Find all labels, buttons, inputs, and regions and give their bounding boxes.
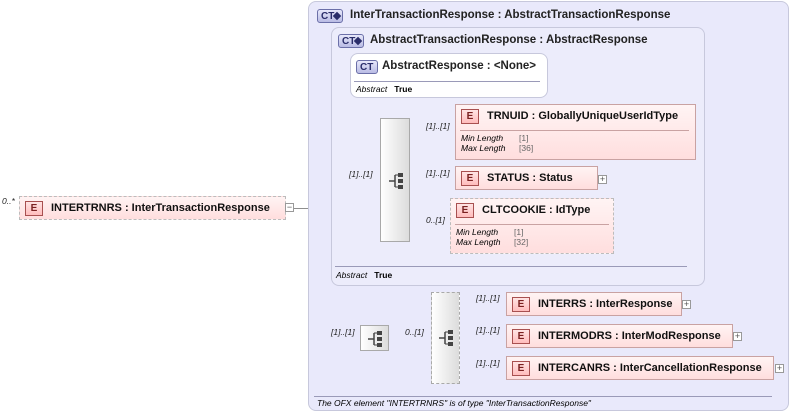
status-cardinality: [1]..[1]	[426, 168, 450, 178]
expand-toggle-icon[interactable]: +	[682, 299, 691, 309]
element-cltcookie[interactable]: E CLTCOOKIE : IdType Min Length [1] Max …	[450, 198, 614, 254]
root-cardinality: 0..*	[2, 196, 15, 206]
element-badge-icon: E	[456, 203, 474, 218]
expand-toggle-icon[interactable]: +	[733, 331, 742, 341]
complex-type-title: AbstractResponse : <None>	[382, 60, 537, 72]
choice-cardinality: 0..[1]	[405, 327, 424, 337]
element-title: TRNUID : GloballyUniqueUserIdType	[487, 110, 679, 122]
expand-toggle-icon[interactable]: +	[598, 174, 607, 184]
element-interrs[interactable]: E INTERRS : InterResponse	[506, 292, 682, 316]
expand-toggle-icon[interactable]: +	[775, 363, 784, 373]
choice-icon	[439, 330, 453, 346]
abstract-property: Abstract True	[356, 84, 413, 94]
facet-divider	[455, 224, 609, 225]
complex-type-title: AbstractTransactionResponse : AbstractRe…	[370, 34, 648, 46]
root-element[interactable]: E INTERTRNRS : InterTransactionResponse	[19, 196, 286, 220]
element-title: INTERCANRS : InterCancellationResponse	[538, 362, 762, 374]
min-length-label: Min Length	[456, 227, 499, 237]
abstract-property: Abstract True	[336, 270, 393, 280]
complex-type-abstractresponse: CT AbstractResponse : <None> Abstract Tr…	[350, 53, 548, 98]
element-trnuid[interactable]: E TRNUID : GloballyUniqueUserIdType Min …	[455, 104, 696, 160]
footer-divider	[314, 396, 772, 397]
sequence-cardinality: [1]..[1]	[331, 327, 355, 337]
max-length-label: Max Length	[456, 237, 501, 247]
sequence-cardinality: [1]..[1]	[349, 169, 373, 179]
collapse-toggle-icon[interactable]: −	[285, 202, 294, 212]
choice-compositor[interactable]	[431, 292, 460, 384]
sequence-compositor[interactable]	[380, 118, 410, 242]
cltcookie-cardinality: 0..[1]	[426, 215, 445, 225]
complex-type-title: InterTransactionResponse : AbstractTrans…	[350, 9, 671, 21]
element-badge-icon: E	[25, 201, 43, 216]
element-badge-icon: E	[461, 171, 479, 186]
element-title: CLTCOOKIE : IdType	[482, 204, 591, 216]
complex-type-badge-icon: CT	[317, 9, 343, 23]
element-badge-icon: E	[512, 361, 530, 376]
element-badge-icon: E	[461, 109, 479, 124]
connector-root	[292, 208, 318, 209]
max-length-label: Max Length	[461, 143, 506, 153]
min-length-value: [1]	[519, 133, 529, 143]
complex-type-badge-icon: CT	[338, 34, 364, 48]
element-intermodrs[interactable]: E INTERMODRS : InterModResponse	[506, 324, 733, 348]
max-length-value: [36]	[519, 143, 534, 153]
min-length-label: Min Length	[461, 133, 504, 143]
facet-divider	[460, 130, 689, 131]
element-title: INTERMODRS : InterModResponse	[538, 330, 721, 342]
element-status[interactable]: E STATUS : Status	[455, 166, 598, 190]
element-intercanrs[interactable]: E INTERCANRS : InterCancellationResponse	[506, 356, 774, 380]
max-length-value: [32]	[514, 237, 529, 247]
complex-type-badge-icon: CT	[356, 60, 378, 74]
element-badge-icon: E	[512, 329, 530, 344]
sequence-compositor[interactable]	[360, 325, 389, 351]
root-element-label: INTERTRNRS : InterTransactionResponse	[51, 202, 270, 214]
element-title: STATUS : Status	[487, 172, 573, 184]
min-length-value: [1]	[514, 227, 524, 237]
trnuid-cardinality: [1]..[1]	[426, 121, 450, 131]
type-footer-note: The OFX element "INTERTRNRS" is of type …	[317, 398, 591, 408]
sequence-icon	[389, 173, 403, 189]
intercanrs-cardinality: [1]..[1]	[476, 358, 500, 368]
abstract-divider	[335, 266, 687, 267]
sequence-icon	[368, 331, 382, 347]
interrs-cardinality: [1]..[1]	[476, 293, 500, 303]
element-badge-icon: E	[512, 297, 530, 312]
abstract-divider	[354, 81, 540, 82]
intermodrs-cardinality: [1]..[1]	[476, 325, 500, 335]
element-title: INTERRS : InterResponse	[538, 298, 673, 310]
